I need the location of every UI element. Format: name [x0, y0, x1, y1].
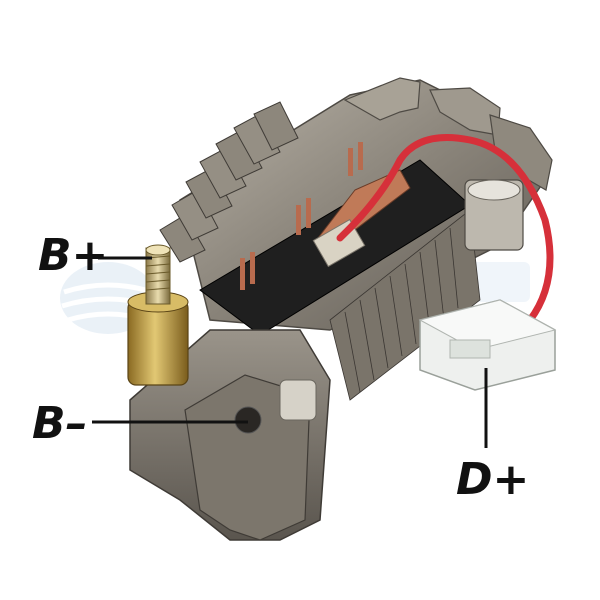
b-plus-terminal-stud [127, 244, 189, 386]
d-plus-label: D+ [456, 454, 530, 505]
b-plus-label: B+ [38, 230, 109, 281]
left-cooling-fins [159, 101, 299, 263]
right-cooling-fins [329, 209, 481, 401]
right-mounting-post [464, 179, 524, 251]
red-wire [336, 134, 554, 324]
b-minus-label: B– [32, 398, 88, 449]
diode-terminals [240, 142, 363, 290]
d-plus-connector [418, 299, 557, 391]
